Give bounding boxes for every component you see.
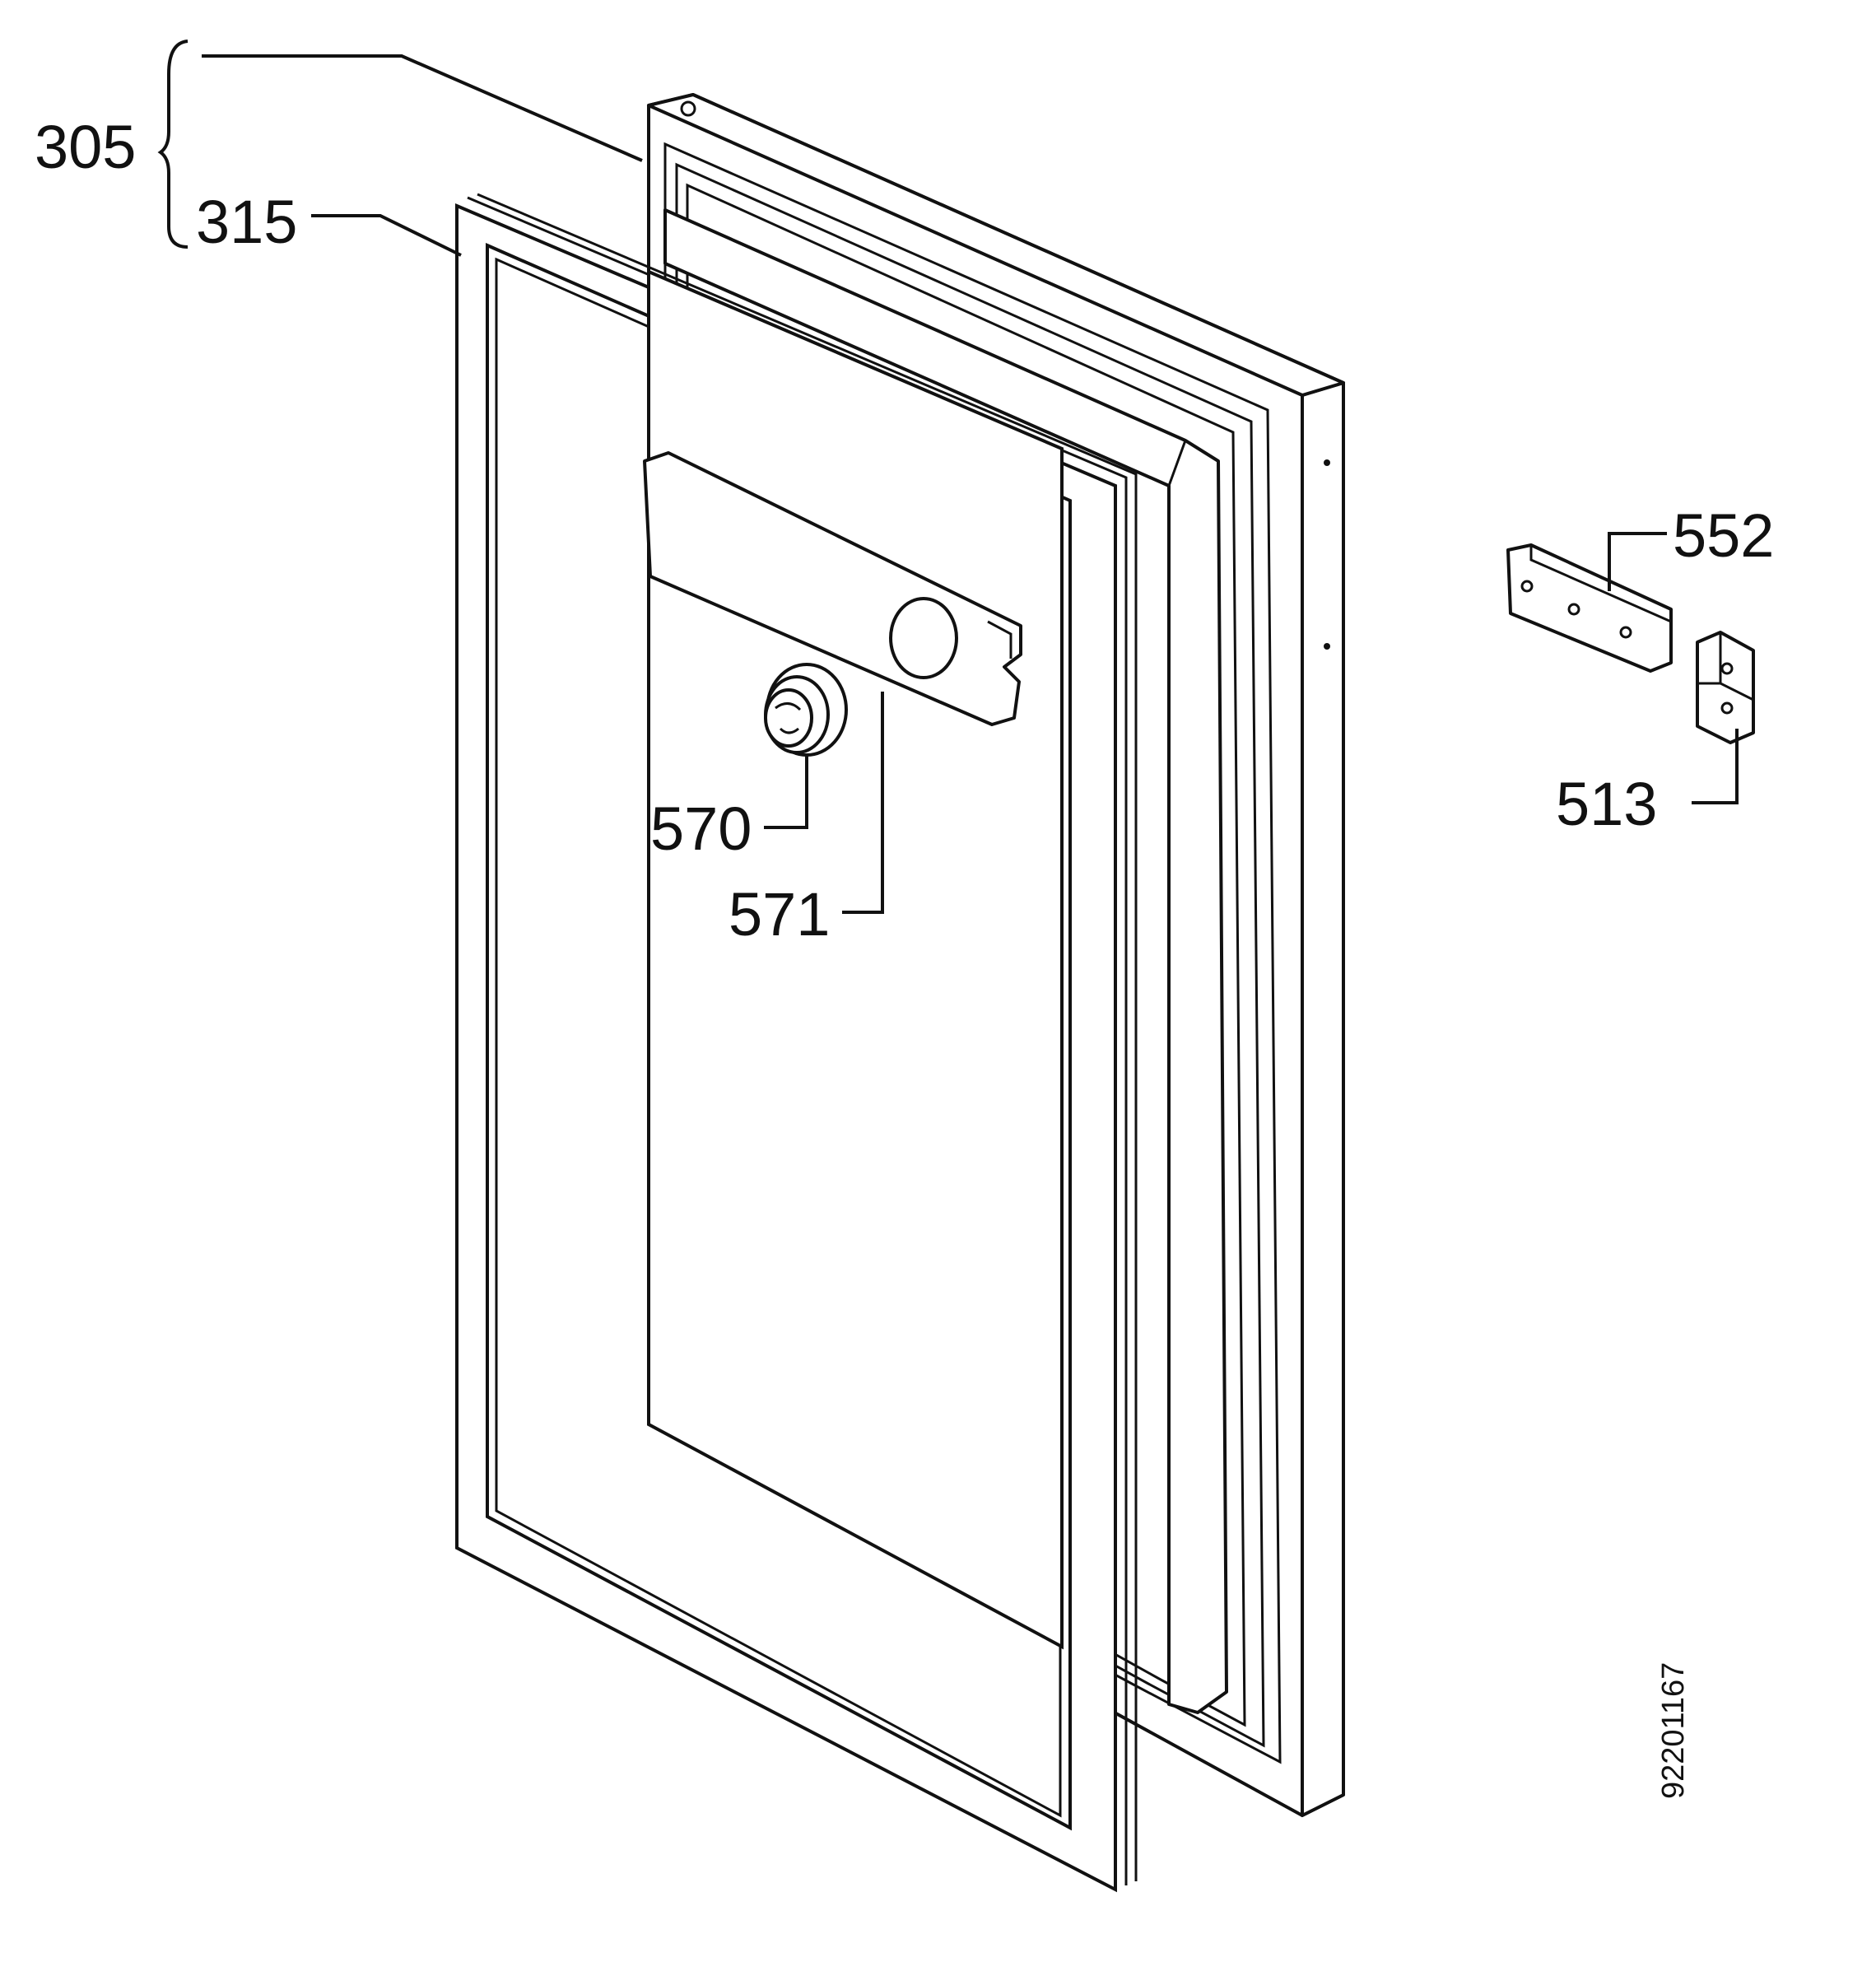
handle-plate <box>643 451 1022 726</box>
callout-315: 315 <box>196 188 297 256</box>
door-gasket <box>455 193 1138 1893</box>
callout-571: 571 <box>729 880 830 948</box>
knob <box>764 663 848 757</box>
leader-lines <box>157 40 1739 914</box>
hinge-clip <box>1696 631 1755 744</box>
callout-305: 305 <box>35 113 136 181</box>
callout-570: 570 <box>650 795 752 863</box>
callout-513: 513 <box>1556 770 1657 838</box>
callout-552: 552 <box>1673 501 1774 570</box>
hinge-bracket <box>1506 543 1673 673</box>
document-number: 92201167 <box>1656 1662 1691 1799</box>
